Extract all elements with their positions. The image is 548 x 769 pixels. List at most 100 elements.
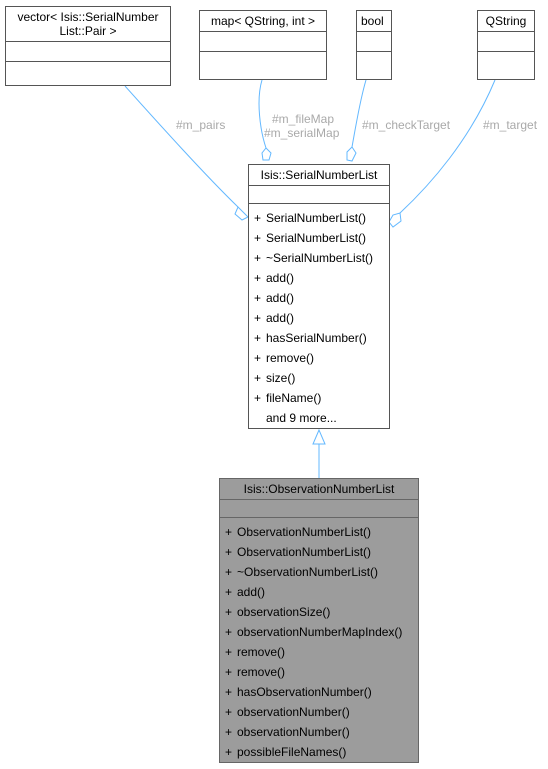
- method-name: remove(): [237, 645, 286, 659]
- visibility-symbol: +: [254, 231, 262, 245]
- aggregation-diamond-m-filemap: [261, 147, 272, 161]
- method-item[interactable]: + add(): [225, 582, 418, 602]
- method-item[interactable]: + hasObservationNumber(): [225, 682, 418, 702]
- method-item[interactable]: + remove(): [225, 642, 418, 662]
- method-item[interactable]: + size(): [254, 368, 389, 388]
- edge-m-checktarget: [351, 79, 367, 148]
- method-item[interactable]: + ObservationNumberList(): [225, 542, 418, 562]
- method-name: hasObservationNumber(): [237, 685, 372, 699]
- class-box-map[interactable]: map< QString, int >: [199, 10, 327, 80]
- method-item[interactable]: + observationNumber(): [225, 722, 418, 742]
- visibility-symbol: +: [254, 351, 262, 365]
- class-title: Isis::ObservationNumberList: [220, 479, 418, 500]
- more-methods-link[interactable]: and 9 more...: [266, 411, 337, 425]
- method-item[interactable]: + hasSerialNumber(): [254, 328, 389, 348]
- methods-section: [200, 52, 326, 72]
- methods-section: [478, 52, 534, 72]
- visibility-symbol: +: [254, 331, 262, 345]
- method-name: observationSize(): [237, 605, 331, 619]
- method-name: fileName(): [266, 391, 322, 405]
- method-item[interactable]: + ObservationNumberList(): [225, 522, 418, 542]
- method-name: observationNumberMapIndex(): [237, 625, 403, 639]
- attributes-section: [6, 42, 170, 62]
- method-item[interactable]: + remove(): [254, 348, 389, 368]
- visibility-symbol: +: [225, 525, 233, 539]
- edge-label-m-filemap: #m_fileMap: [272, 112, 335, 126]
- method-item[interactable]: +remove(): [225, 662, 418, 682]
- visibility-symbol: +: [254, 271, 262, 285]
- method-item[interactable]: +add(): [254, 288, 389, 308]
- method-name: ~SerialNumberList(): [266, 251, 374, 265]
- method-name: size(): [266, 371, 296, 385]
- method-name: hasSerialNumber(): [266, 331, 367, 345]
- visibility-symbol: +: [225, 545, 233, 559]
- methods-section: [357, 52, 391, 72]
- inheritance-arrow: [312, 428, 326, 445]
- method-name: add(): [266, 271, 295, 285]
- methods-section: + ObservationNumberList() + ObservationNumb…: [220, 518, 418, 764]
- attributes-section: [357, 32, 391, 52]
- aggregation-diamond-m-checktarget: [346, 146, 357, 162]
- method-name: observationNumber(): [237, 725, 350, 739]
- class-box-qstring[interactable]: QString: [477, 10, 535, 80]
- visibility-symbol: +: [225, 565, 233, 579]
- method-name: ObservationNumberList(): [237, 545, 372, 559]
- edge-m-filemap: [258, 79, 267, 149]
- visibility-symbol: +: [225, 705, 233, 719]
- attributes-section: [200, 32, 326, 52]
- edge-label-m-serialmap: #m_serialMap: [264, 126, 340, 140]
- method-item[interactable]: + ~ObservationNumberList(): [225, 562, 418, 582]
- method-item[interactable]: + observationNumberMapIndex(): [225, 622, 418, 642]
- edge-m-pairs: [124, 85, 239, 208]
- visibility-symbol: +: [225, 605, 233, 619]
- class-title: map< QString, int >: [200, 11, 326, 32]
- edge-label-m-pairs: #m_pairs: [176, 118, 226, 132]
- visibility-symbol: +: [225, 685, 233, 699]
- edge-label-m-target: #m_target: [483, 118, 538, 132]
- method-item[interactable]: +possibleFileNames(): [225, 742, 418, 762]
- class-title: QString: [478, 11, 534, 32]
- visibility-symbol: +: [254, 211, 262, 225]
- method-item[interactable]: + add(): [254, 268, 389, 288]
- method-item[interactable]: + observationNumber(): [225, 702, 418, 722]
- method-item[interactable]: + observationSize(): [225, 602, 418, 622]
- visibility-symbol: +: [225, 585, 233, 599]
- edge-m-target: [399, 79, 496, 214]
- visibility-symbol: +: [225, 645, 233, 659]
- method-name: ObservationNumberList(): [237, 525, 372, 539]
- method-item[interactable]: + SerialNumberList(): [254, 228, 389, 248]
- visibility-symbol: +: [254, 391, 262, 405]
- method-name: add(): [237, 585, 266, 599]
- visibility-symbol: +: [254, 371, 262, 385]
- class-title: Isis::SerialNumberList: [249, 165, 389, 186]
- visibility-symbol: +: [225, 745, 233, 759]
- method-name: add(): [266, 311, 295, 325]
- visibility-symbol: +: [254, 311, 262, 325]
- method-name: observationNumber(): [237, 705, 350, 719]
- method-item[interactable]: + add(): [254, 308, 389, 328]
- visibility-symbol: +: [254, 251, 262, 265]
- method-list: + SerialNumberList() + SerialNumberList() + ~…: [249, 204, 389, 430]
- method-name: remove(): [266, 351, 315, 365]
- methods-section: [6, 62, 170, 82]
- class-title: bool: [357, 11, 391, 32]
- method-name: SerialNumberList(): [266, 231, 367, 245]
- class-box-bool[interactable]: bool: [356, 10, 392, 80]
- visibility-symbol: +: [254, 291, 262, 305]
- method-item[interactable]: + SerialNumberList(): [254, 208, 389, 228]
- aggregation-diamond-m-target: [388, 212, 402, 228]
- attributes-section: [220, 500, 418, 518]
- method-name: SerialNumberList(): [266, 211, 367, 225]
- class-box-observation-number-list[interactable]: Isis::ObservationNumberList +Observation…: [219, 478, 419, 763]
- visibility-symbol: +: [225, 725, 233, 739]
- method-name: ~ObservationNumberList(): [237, 565, 379, 579]
- method-item[interactable]: + fileName(): [254, 388, 389, 408]
- method-item[interactable]: + ~SerialNumberList(): [254, 248, 389, 268]
- visibility-symbol: +: [225, 665, 233, 679]
- aggregation-diamond-m-pairs: [234, 206, 249, 221]
- class-box-serial-number-list[interactable]: Isis::SerialNumberList +SerialNumberList…: [248, 164, 390, 429]
- attributes-section: [478, 32, 534, 52]
- class-box-vector[interactable]: vector< Isis::SerialNumber List::Pair >: [5, 6, 171, 86]
- visibility-symbol: +: [225, 625, 233, 639]
